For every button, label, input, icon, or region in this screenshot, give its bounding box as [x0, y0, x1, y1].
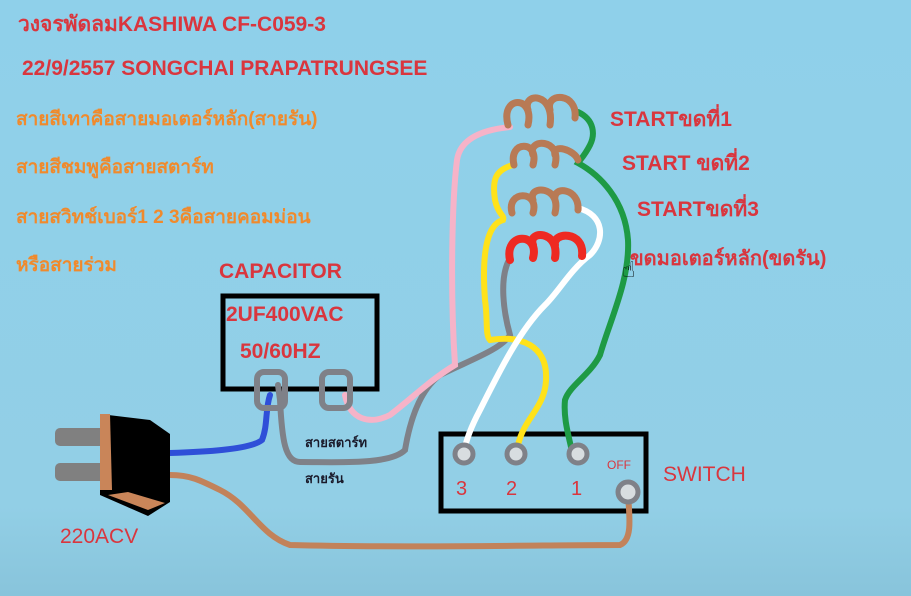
capacitor-box — [220, 293, 380, 392]
label-start-coil-1: STARTขดที่1 — [610, 108, 732, 131]
note-common-wire: หรือสายร่วม — [16, 255, 117, 276]
switch-terminal-off — [615, 479, 641, 505]
switch-number-3: 3 — [456, 478, 468, 500]
start-coil-1 — [503, 93, 579, 129]
capacitor-rating: 2UF400VAC — [226, 303, 344, 326]
capacitor-terminal-run — [254, 369, 288, 411]
switch-number-1: 1 — [571, 478, 583, 500]
start-coil-2 — [509, 139, 582, 169]
gray-run-wire — [275, 259, 514, 466]
yellow-wire — [480, 162, 550, 455]
capacitor-frequency: 50/60HZ — [240, 340, 321, 363]
hand-cursor-icon: ☝ — [622, 257, 636, 282]
label-main-coil: ขดมอเตอร์หลัก(ขดรัน) — [630, 248, 827, 270]
start-coil-3 — [507, 186, 582, 217]
note-switch-wires: สายสวิทช์เบอร์1 2 3คือสายคอมม่อน — [16, 207, 311, 228]
switch-box — [438, 431, 649, 514]
note-pink-wire: สายสีชมพูคือสายสตาร์ท — [16, 157, 214, 178]
label-start-coil-2: START ขดที่2 — [622, 152, 750, 175]
switch-label: SWITCH — [663, 463, 746, 486]
switch-terminal-3 — [452, 442, 476, 466]
note-gray-wire: สายสีเทาคือสายมอเตอร์หลัก(สายรัน) — [16, 109, 318, 130]
brown-power-wire — [167, 472, 633, 550]
label-start-coil-3: STARTขดที่3 — [637, 198, 759, 221]
power-plug-icon — [55, 414, 170, 516]
pink-start-wire — [342, 124, 513, 423]
switch-terminal-1 — [566, 442, 590, 466]
switch-number-2: 2 — [506, 478, 518, 500]
capacitor-terminal-start — [319, 369, 353, 411]
capacitor-label: CAPACITOR — [219, 260, 342, 283]
plug-voltage-label: 220ACV — [60, 525, 139, 548]
switch-terminal-2 — [504, 442, 528, 466]
switch-off-label: OFF — [607, 458, 631, 472]
start-wire-label: สายสตาร์ท — [305, 435, 368, 450]
diagram-title: วงจรพัดลมKASHIWA CF-C059-3 — [18, 13, 326, 36]
diagram-subtitle: 22/9/2557 SONGCHAI PRAPATRUNGSEE — [22, 57, 428, 80]
main-run-coil — [505, 231, 587, 264]
green-wire — [561, 109, 632, 455]
run-wire-label: สายรัน — [305, 471, 344, 486]
white-wire — [461, 205, 604, 455]
